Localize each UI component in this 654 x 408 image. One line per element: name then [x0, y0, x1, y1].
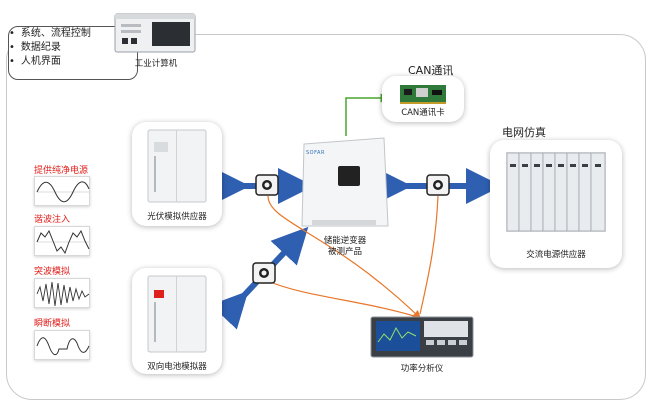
ac-power-supply-image	[506, 152, 606, 232]
pv-simulator-panel: 光伏模拟供应器	[132, 122, 222, 226]
pv-simulator-image	[147, 129, 207, 203]
battery-label: 双向电池模拟器	[147, 362, 207, 372]
controller-label: 工业计算机	[134, 59, 178, 69]
bullet-item: 人机界面	[9, 55, 137, 69]
battery-signal-line	[265, 279, 415, 317]
pv-signal-line	[267, 195, 422, 319]
pv-label: 光伏模拟供应器	[147, 212, 207, 222]
harmonic-wave-icon	[34, 226, 90, 256]
grid-title: 电网仿真	[502, 126, 546, 139]
bullet-item: 系统、流程控制	[9, 27, 137, 41]
surge-wave-icon	[34, 278, 90, 308]
inverter-brand: SOFAR	[306, 150, 325, 156]
waveform-label: 提供纯净电源	[34, 166, 89, 176]
waveform-label: 瞬断模拟	[34, 319, 71, 329]
can-card-image	[400, 85, 446, 104]
waveform-label: 谐波注入	[34, 215, 71, 225]
can-card-label: CAN通讯卡	[401, 108, 445, 118]
battery-simulator-image	[147, 275, 207, 353]
controller-function-box: 系统、流程控制 数据纪录 人机界面	[8, 26, 138, 80]
analyzer-label: 功率分析仪	[400, 364, 444, 374]
dut-label-line2: 被测产品	[327, 247, 362, 257]
grid-signal-line	[419, 195, 439, 315]
current-sensor-icon	[252, 262, 276, 284]
storage-inverter-image	[301, 137, 389, 227]
waveform-label: 突波模拟	[34, 267, 71, 277]
can-link-arrow	[345, 93, 390, 136]
system-frame	[6, 34, 646, 400]
bullet-item: 数据纪录	[9, 41, 137, 55]
grid-device-label: 交流电源供应器	[526, 250, 586, 260]
power-analyzer-image	[370, 316, 474, 358]
sine-wave-icon	[34, 176, 90, 206]
current-sensor-icon	[255, 174, 279, 196]
can-title: CAN通讯	[408, 64, 454, 77]
interrupt-wave-icon	[34, 330, 90, 360]
dut-label-line1: 储能逆变器	[323, 236, 367, 246]
current-sensor-icon	[426, 174, 450, 196]
can-card-panel: CAN通讯卡	[382, 76, 464, 122]
industrial-computer-image	[114, 10, 196, 54]
battery-simulator-panel: 双向电池模拟器	[132, 268, 222, 374]
grid-panel: 交流电源供应器	[490, 140, 622, 268]
